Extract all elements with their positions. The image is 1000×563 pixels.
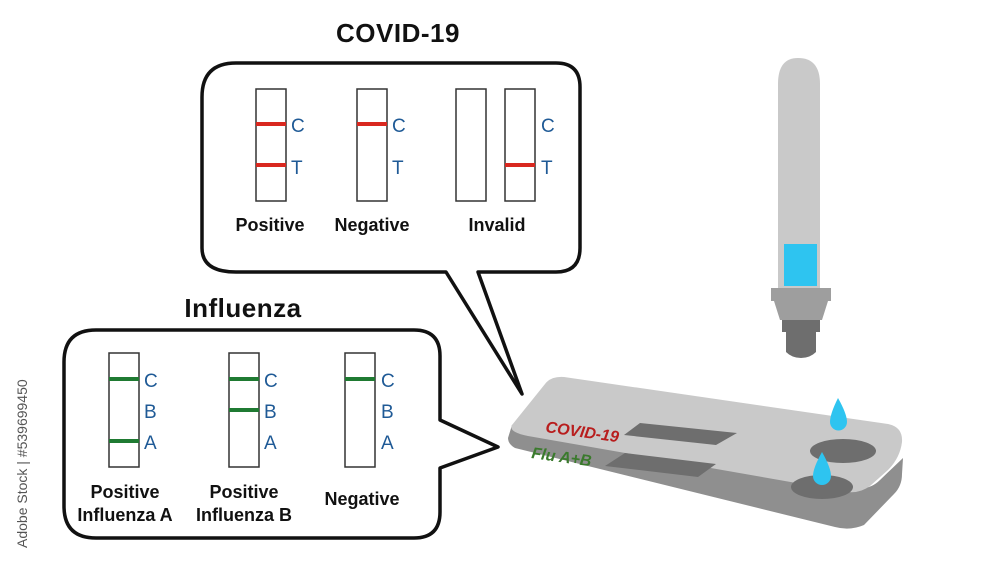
flu-positive-b-label-line1: Positive [209, 482, 278, 502]
flu-positive-a-a-letter: A [144, 433, 157, 454]
flu-positive-a-c-line [109, 377, 139, 381]
covid-title: COVID-19 [336, 18, 460, 48]
covid-invalid-c-letter: C [541, 116, 555, 137]
flu-negative-b-letter: B [381, 402, 394, 423]
stock-watermark: Adobe Stock | #539699450 [14, 379, 30, 548]
flu-positive-b-label-line2: Influenza B [196, 505, 292, 525]
covid-strip-negative [356, 88, 388, 202]
drop-2-icon [813, 452, 831, 485]
tube-tip-upper [782, 320, 820, 332]
flu-sample-well [791, 475, 853, 499]
covid-positive-c-line [256, 122, 286, 126]
flu-strip-positive-a [108, 352, 140, 468]
covid-strip-invalid-t-only [504, 88, 536, 202]
flu-positive-a-label-line1: Positive [90, 482, 159, 502]
flu-negative-c-line [345, 377, 375, 381]
covid-positive-c-letter: C [291, 116, 305, 137]
flu-positive-b-a-letter: A [264, 433, 277, 454]
flu-negative-label: Negative [324, 489, 399, 509]
flu-positive-a-label-line2: Influenza A [77, 505, 172, 525]
covid-positive-t-letter: T [291, 158, 303, 179]
covid-invalid-t-letter: T [541, 158, 553, 179]
tube-nozzle [774, 301, 828, 320]
flu-result-window [605, 453, 716, 477]
test-cassette: COVID-19 Flu A+B [508, 376, 903, 529]
flu-positive-b-c-line [229, 377, 259, 381]
drop-1-icon [830, 398, 847, 431]
cassette-side [508, 425, 903, 529]
covid-result-window [624, 423, 737, 445]
covid-negative-c-letter: C [392, 116, 406, 137]
flu-positive-a-b-letter: B [144, 402, 157, 423]
flu-positive-b-b-line [229, 408, 259, 412]
covid-invalid-label: Invalid [468, 215, 525, 235]
covid-negative-label: Negative [334, 215, 409, 235]
dropper-tube-icon [771, 58, 831, 358]
flu-positive-b-c-letter: C [264, 371, 278, 392]
covid-negative-t-letter: T [392, 158, 404, 179]
flu-positive-a-a-line [109, 439, 139, 443]
covid-invalid-t-line [505, 163, 535, 167]
tube-cap-ring [771, 288, 831, 301]
flu-negative-c-letter: C [381, 371, 395, 392]
covid-positive-label: Positive [235, 215, 304, 235]
covid-sample-well [810, 439, 876, 463]
covid-strip-positive [255, 88, 287, 202]
flu-positive-a-c-letter: C [144, 371, 158, 392]
influenza-speech-bubble [62, 328, 500, 540]
covid-positive-t-line [256, 163, 286, 167]
tube-body [778, 58, 820, 290]
flu-strip-negative [344, 352, 376, 468]
flu-negative-a-letter: A [381, 433, 394, 454]
covid-strip-invalid-blank [455, 88, 487, 202]
covid-negative-c-line [357, 122, 387, 126]
influenza-title: Influenza [184, 293, 301, 323]
flu-positive-b-b-letter: B [264, 402, 277, 423]
tube-liquid [784, 244, 817, 286]
tube-tip [786, 332, 816, 358]
